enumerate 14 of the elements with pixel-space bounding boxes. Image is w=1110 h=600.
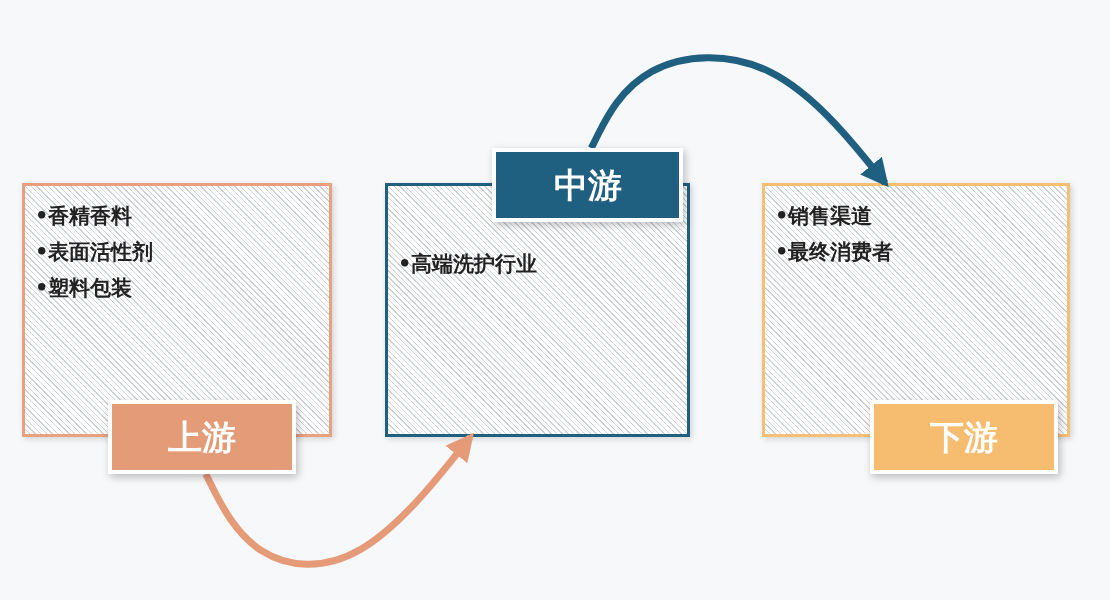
list-item: •塑料包装 <box>35 275 133 302</box>
list-item: •最终消费者 <box>775 239 894 266</box>
stage-title: 下游 <box>930 417 998 457</box>
stage-title: 上游 <box>168 417 236 457</box>
stage-label-box <box>492 148 683 222</box>
stage-label-box <box>108 400 296 474</box>
list-item: •表面活性剂 <box>35 239 154 266</box>
list-item: •香精香料 <box>35 203 133 230</box>
stage-label-box <box>870 400 1058 474</box>
curved-arrow <box>588 54 889 188</box>
stage-title: 中游 <box>553 165 622 205</box>
list-item: •销售渠道 <box>775 203 873 230</box>
list-item: •高端洗护行业 <box>398 251 538 278</box>
curved-arrow <box>202 432 474 568</box>
